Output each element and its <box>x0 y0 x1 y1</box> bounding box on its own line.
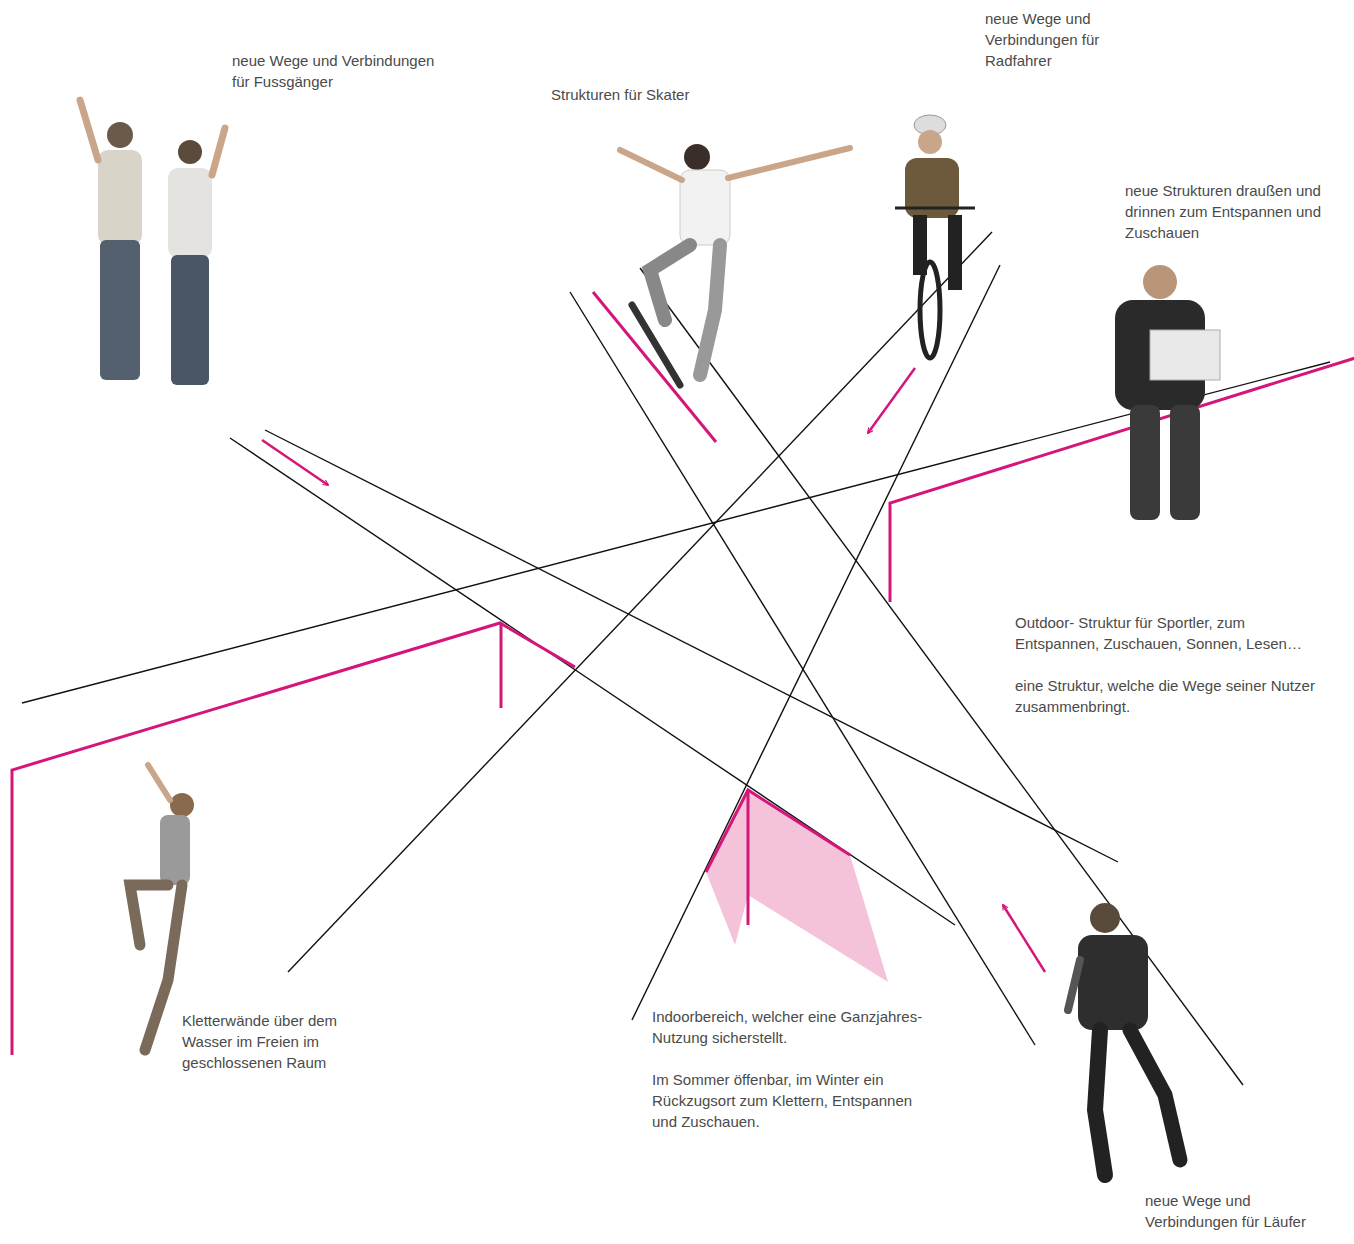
arrows <box>262 368 1045 972</box>
annotation: neue Strukturen draußen und drinnen zum … <box>1125 180 1335 243</box>
pedestrians-figure <box>80 100 225 385</box>
annotation-text: Strukturen für Skater <box>551 84 751 105</box>
annotation-text: eine Struktur, welche die Wege seiner Nu… <box>1015 675 1330 717</box>
path-line <box>22 362 1330 703</box>
annotation: neue Wege und Verbindungen für Fussgänge… <box>232 50 442 92</box>
annotation: Outdoor- Struktur für Sportler, zum Ents… <box>1015 612 1330 654</box>
annotation: Im Sommer öffenbar, im Winter ein Rückzu… <box>652 1069 937 1132</box>
structures <box>12 292 1354 1055</box>
annotation: Strukturen für Skater <box>551 84 751 105</box>
annotation-text: Kletterwände über dem Wasser im Freien i… <box>182 1010 367 1073</box>
structure-line <box>12 623 575 1055</box>
annotation-text: Im Sommer öffenbar, im Winter ein Rückzu… <box>652 1069 937 1132</box>
movement-arrow <box>868 368 915 433</box>
annotation: neue Wege und Verbindungen für Radfahrer <box>985 8 1160 71</box>
annotation-text: Outdoor- Struktur für Sportler, zum Ents… <box>1015 612 1330 654</box>
structure-line <box>706 790 850 872</box>
annotation: neue Wege und Verbindungen für Läufer <box>1145 1190 1345 1232</box>
cyclist-figure <box>895 115 975 358</box>
annotation-text: Indoorbereich, welcher eine Ganzjahres- … <box>652 1006 937 1048</box>
structure-line <box>500 623 503 708</box>
path-lines <box>22 232 1330 1085</box>
climber-figure <box>130 765 194 1050</box>
path-line <box>265 430 1118 862</box>
structure-line <box>747 790 750 925</box>
path-line <box>288 232 992 972</box>
movement-arrow <box>1003 905 1045 972</box>
runner-figure <box>1068 903 1180 1175</box>
annotation-text: neue Wege und Verbindungen für Radfahrer <box>985 8 1160 71</box>
annotation-text: neue Wege und Verbindungen für Läufer <box>1145 1190 1345 1232</box>
annotation: Kletterwände über dem Wasser im Freien i… <box>182 1010 367 1073</box>
path-line <box>230 438 955 925</box>
path-line <box>632 265 1000 1020</box>
path-line <box>640 268 1243 1085</box>
path-line <box>570 292 1035 1045</box>
reader-figure <box>1115 265 1220 520</box>
annotation: eine Struktur, welche die Wege seiner Nu… <box>1015 675 1330 717</box>
annotation-text: neue Wege und Verbindungen für Fussgänge… <box>232 50 442 92</box>
annotation: Indoorbereich, welcher eine Ganzjahres- … <box>652 1006 937 1048</box>
annotation-text: neue Strukturen draußen und drinnen zum … <box>1125 180 1335 243</box>
movement-arrow <box>262 440 328 485</box>
skater-figure <box>620 144 850 385</box>
